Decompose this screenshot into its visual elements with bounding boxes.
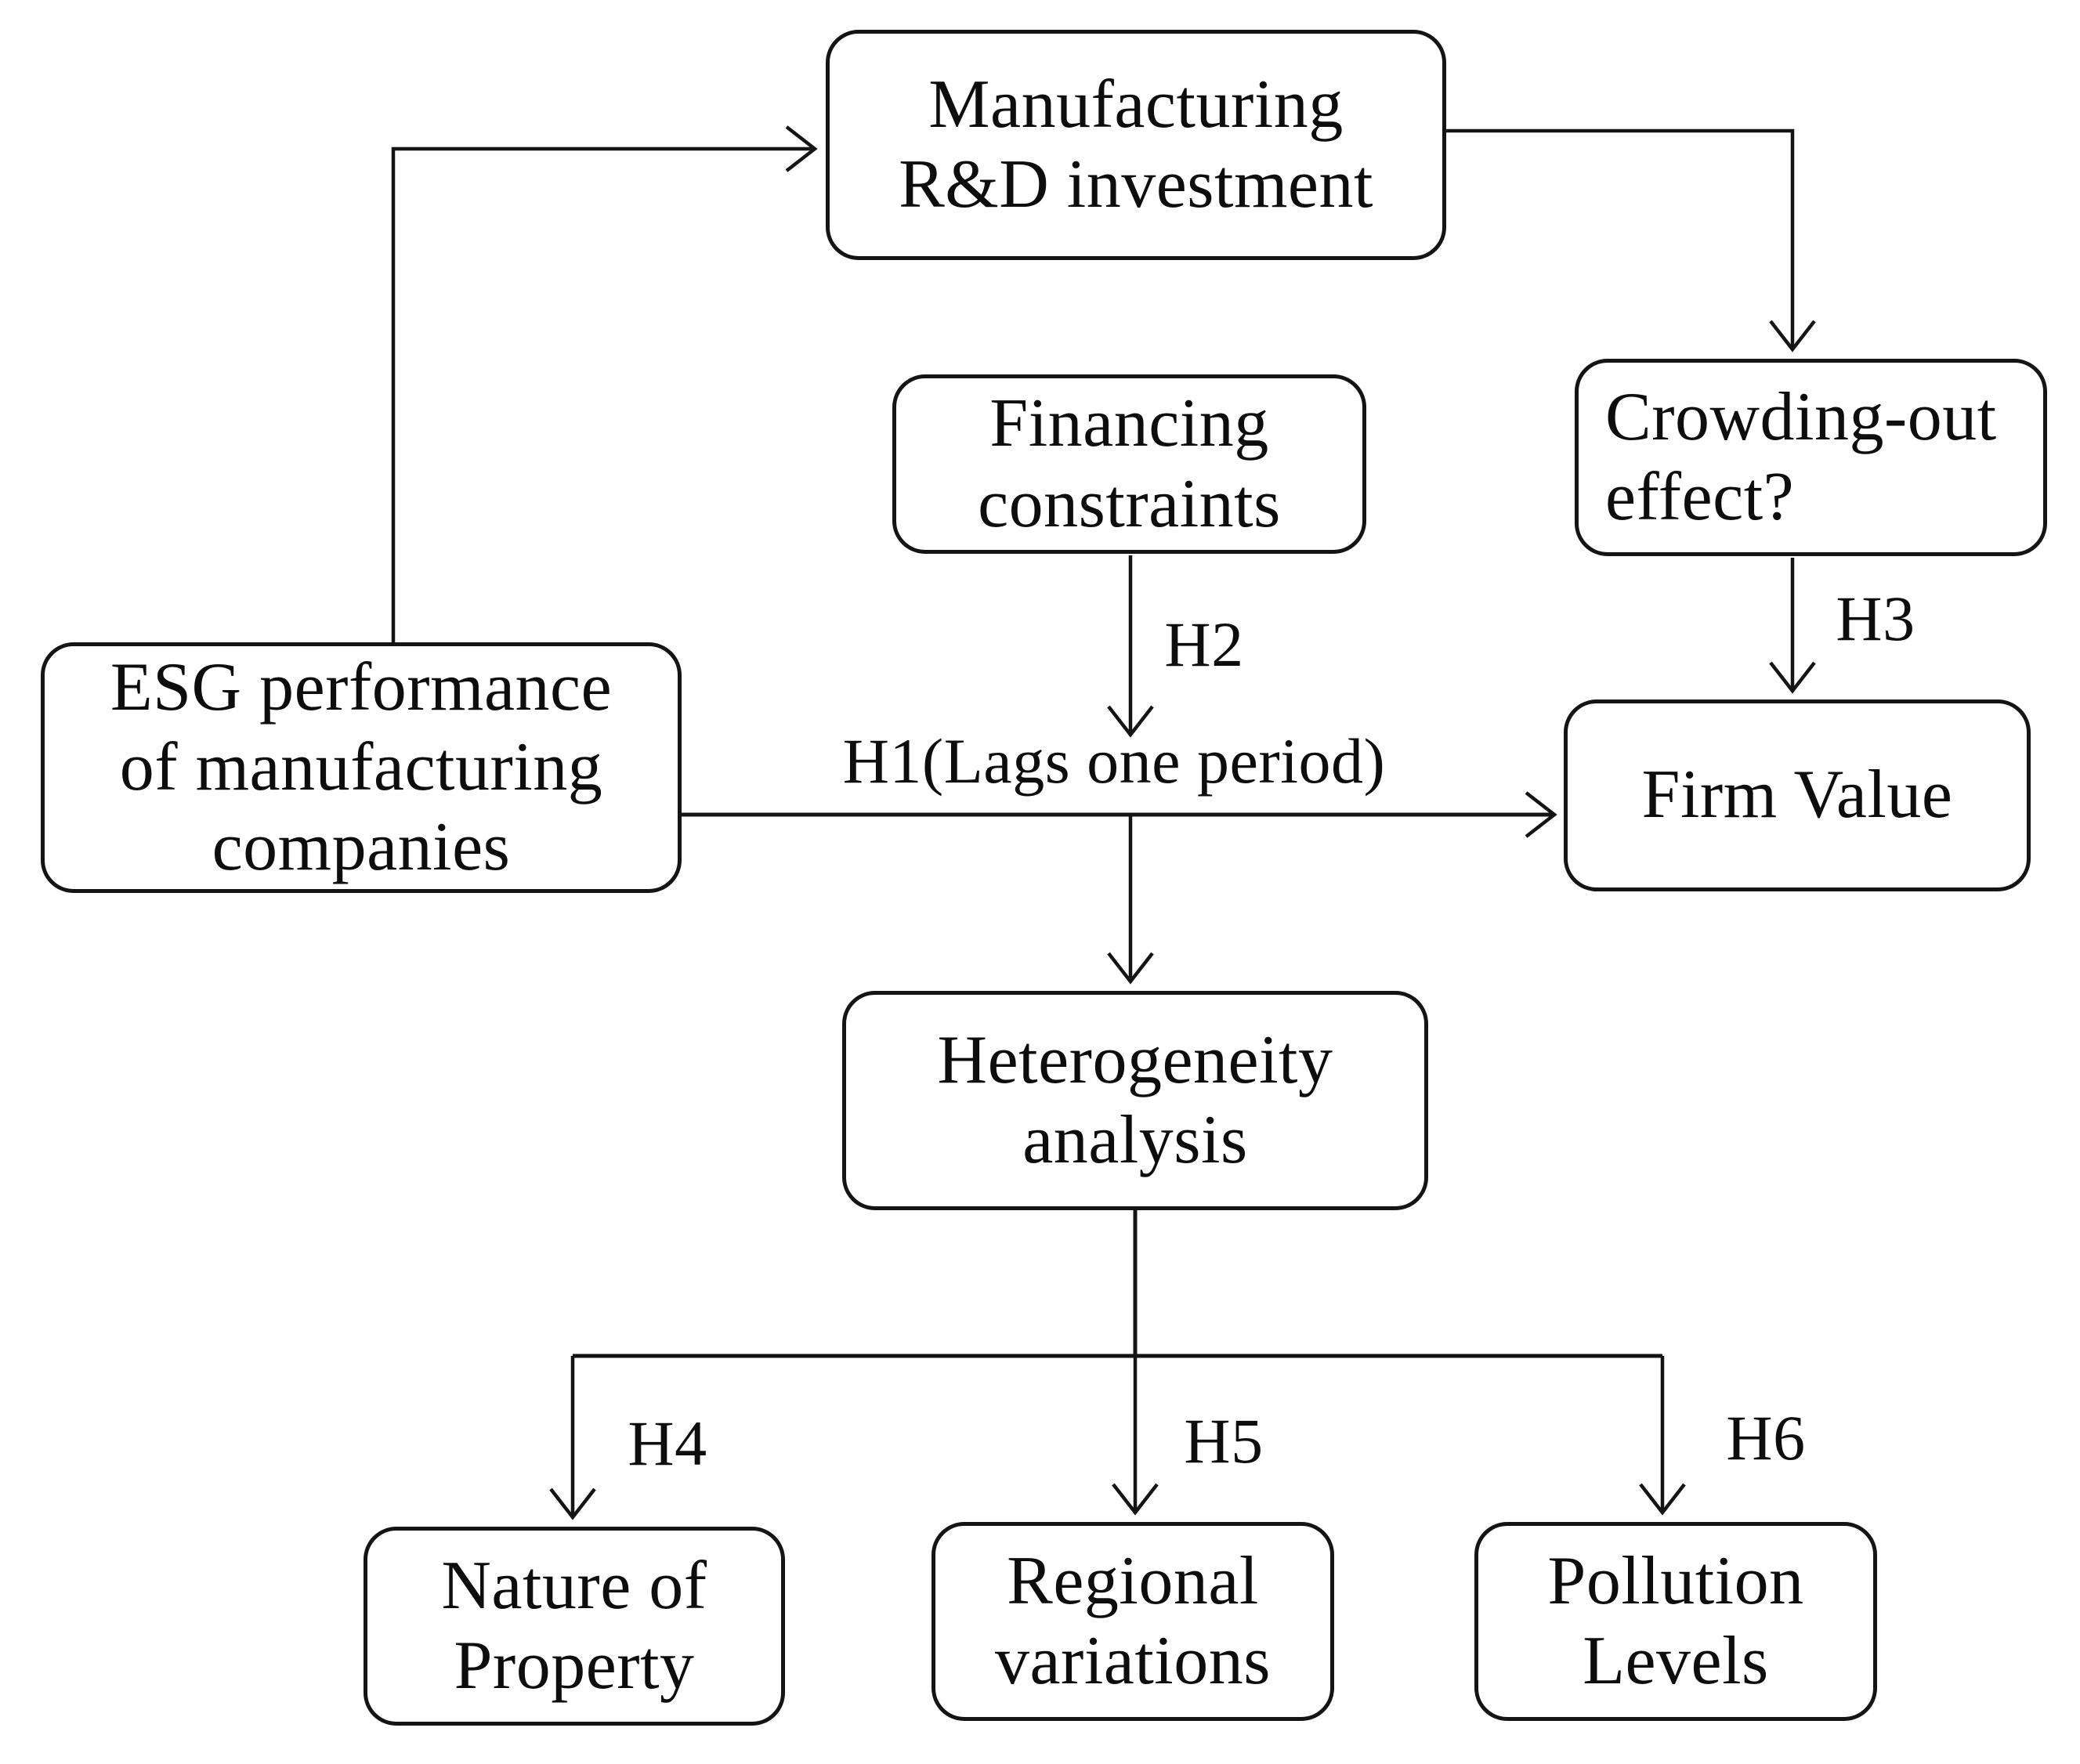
connector-manufacturing-to-crowding [1446,128,1816,352]
edge-label-h3: H3 [1836,583,1915,654]
connector-esg-to-manufacturing [391,125,818,644]
edge-label-h2: H2 [1164,609,1244,680]
node-manufacturing-rd-investment: Manufacturing R&D investment [826,30,1446,260]
node-nature-of-property: Nature of Property [364,1527,785,1726]
edge-label-h1: H1(Lags one period) [842,725,1386,797]
node-firm-value: Firm Value [1564,699,2031,891]
node-esg-performance: ESG performance of manufacturing compani… [41,642,682,893]
node-heterogeneity-analysis: Heterogeneity analysis [842,991,1428,1210]
edge-label-h5: H5 [1184,1405,1264,1477]
node-regional-variations: Regional variations [931,1522,1334,1721]
node-crowding-out-effect: Crowding-out effect? [1575,359,2047,556]
connector-heterogeneity-trunk [573,1210,1662,1358]
edge-label-h6: H6 [1726,1402,1806,1473]
node-pollution-levels: Pollution Levels [1474,1522,1877,1721]
node-financing-constraints: Financing constraints [892,374,1366,554]
edge-label-h4: H4 [628,1408,707,1479]
